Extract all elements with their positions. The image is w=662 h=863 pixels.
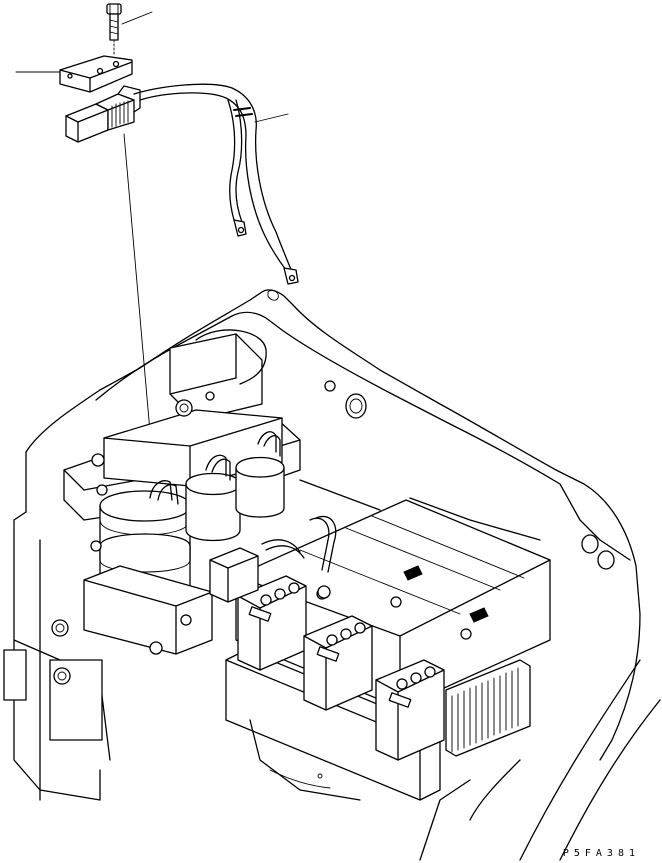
- callout-leaders: [16, 12, 288, 122]
- drawing-number: P5FA381: [562, 848, 640, 859]
- mounting-bolt: [107, 4, 121, 56]
- power-connector-plug: [66, 86, 140, 142]
- heat-sink-fins: [446, 660, 530, 756]
- cable-harness: [134, 84, 298, 284]
- vehicle-frame: [4, 290, 640, 800]
- mounting-bracket: [60, 56, 132, 92]
- assembly-guide-line: [124, 134, 150, 432]
- controller-unit: [210, 500, 550, 800]
- side-guard: [420, 660, 660, 860]
- reactor-assembly: [64, 330, 300, 654]
- floor-panel: [250, 480, 540, 800]
